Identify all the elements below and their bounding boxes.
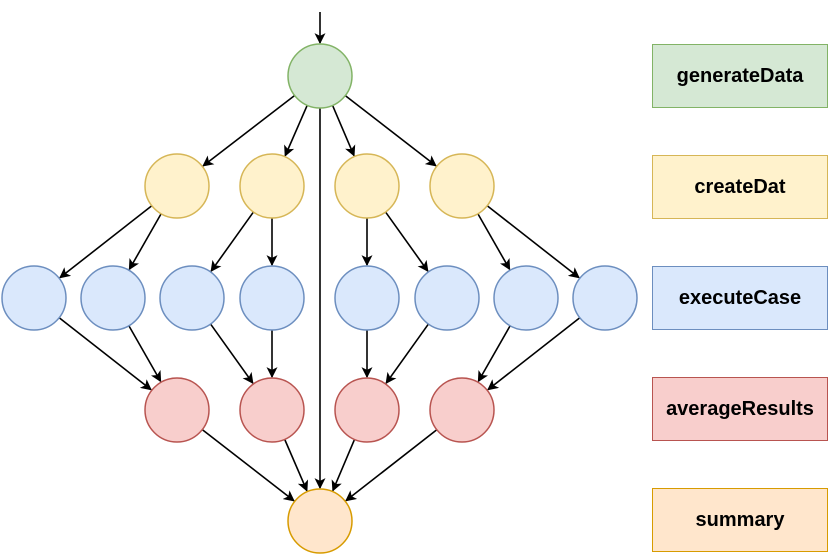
edge-a1-to-sum bbox=[201, 428, 295, 502]
edge-c1-to-e2 bbox=[128, 213, 162, 271]
node-average-a1 bbox=[144, 377, 210, 443]
edges-layer bbox=[58, 12, 581, 502]
node-create-c2 bbox=[239, 153, 305, 219]
node-execute-e4 bbox=[239, 265, 305, 331]
legend-average-results: averageResults bbox=[652, 377, 828, 441]
workflow-graph bbox=[1, 12, 638, 554]
node-execute-e2 bbox=[80, 265, 146, 331]
node-execute-e5 bbox=[334, 265, 400, 331]
edge-e8-to-a4 bbox=[487, 317, 581, 391]
node-average-a2 bbox=[239, 377, 305, 443]
legend-execute-case: executeCase bbox=[652, 266, 828, 330]
legend-create-dat: createDat bbox=[652, 155, 828, 219]
edge-e3-to-a2 bbox=[209, 323, 254, 385]
node-execute-e1 bbox=[1, 265, 67, 331]
node-generate-gen bbox=[287, 43, 353, 109]
node-create-c4 bbox=[429, 153, 495, 219]
edge-a3-to-sum bbox=[331, 439, 356, 492]
node-execute-e6 bbox=[414, 265, 480, 331]
edge-c4-to-e7 bbox=[477, 213, 511, 271]
edge-e1-to-a1 bbox=[58, 317, 152, 391]
node-execute-e8 bbox=[572, 265, 638, 331]
edge-e2-to-a1 bbox=[128, 325, 162, 383]
edge-gen-to-c4 bbox=[344, 94, 437, 167]
edge-c2-to-e3 bbox=[210, 211, 255, 273]
node-average-a3 bbox=[334, 377, 400, 443]
edge-e6-to-a3 bbox=[385, 323, 430, 385]
nodes-layer bbox=[1, 43, 638, 554]
edge-a2-to-sum bbox=[283, 439, 309, 492]
edge-c3-to-e6 bbox=[384, 211, 429, 273]
edge-c1-to-e1 bbox=[59, 205, 153, 279]
edge-a4-to-sum bbox=[345, 429, 438, 502]
node-execute-e7 bbox=[493, 265, 559, 331]
edge-e7-to-a4 bbox=[477, 325, 511, 383]
node-create-c1 bbox=[144, 153, 210, 219]
legend-generate-data: generateData bbox=[652, 44, 828, 108]
edge-gen-to-c1 bbox=[202, 94, 296, 167]
node-average-a4 bbox=[429, 377, 495, 443]
legend-summary: summary bbox=[652, 488, 828, 552]
edge-gen-to-c2 bbox=[284, 105, 308, 157]
edge-gen-to-c3 bbox=[331, 105, 356, 157]
node-execute-e3 bbox=[159, 265, 225, 331]
node-create-c3 bbox=[334, 153, 400, 219]
node-summary-sum bbox=[287, 488, 353, 554]
edge-c4-to-e8 bbox=[486, 205, 580, 279]
